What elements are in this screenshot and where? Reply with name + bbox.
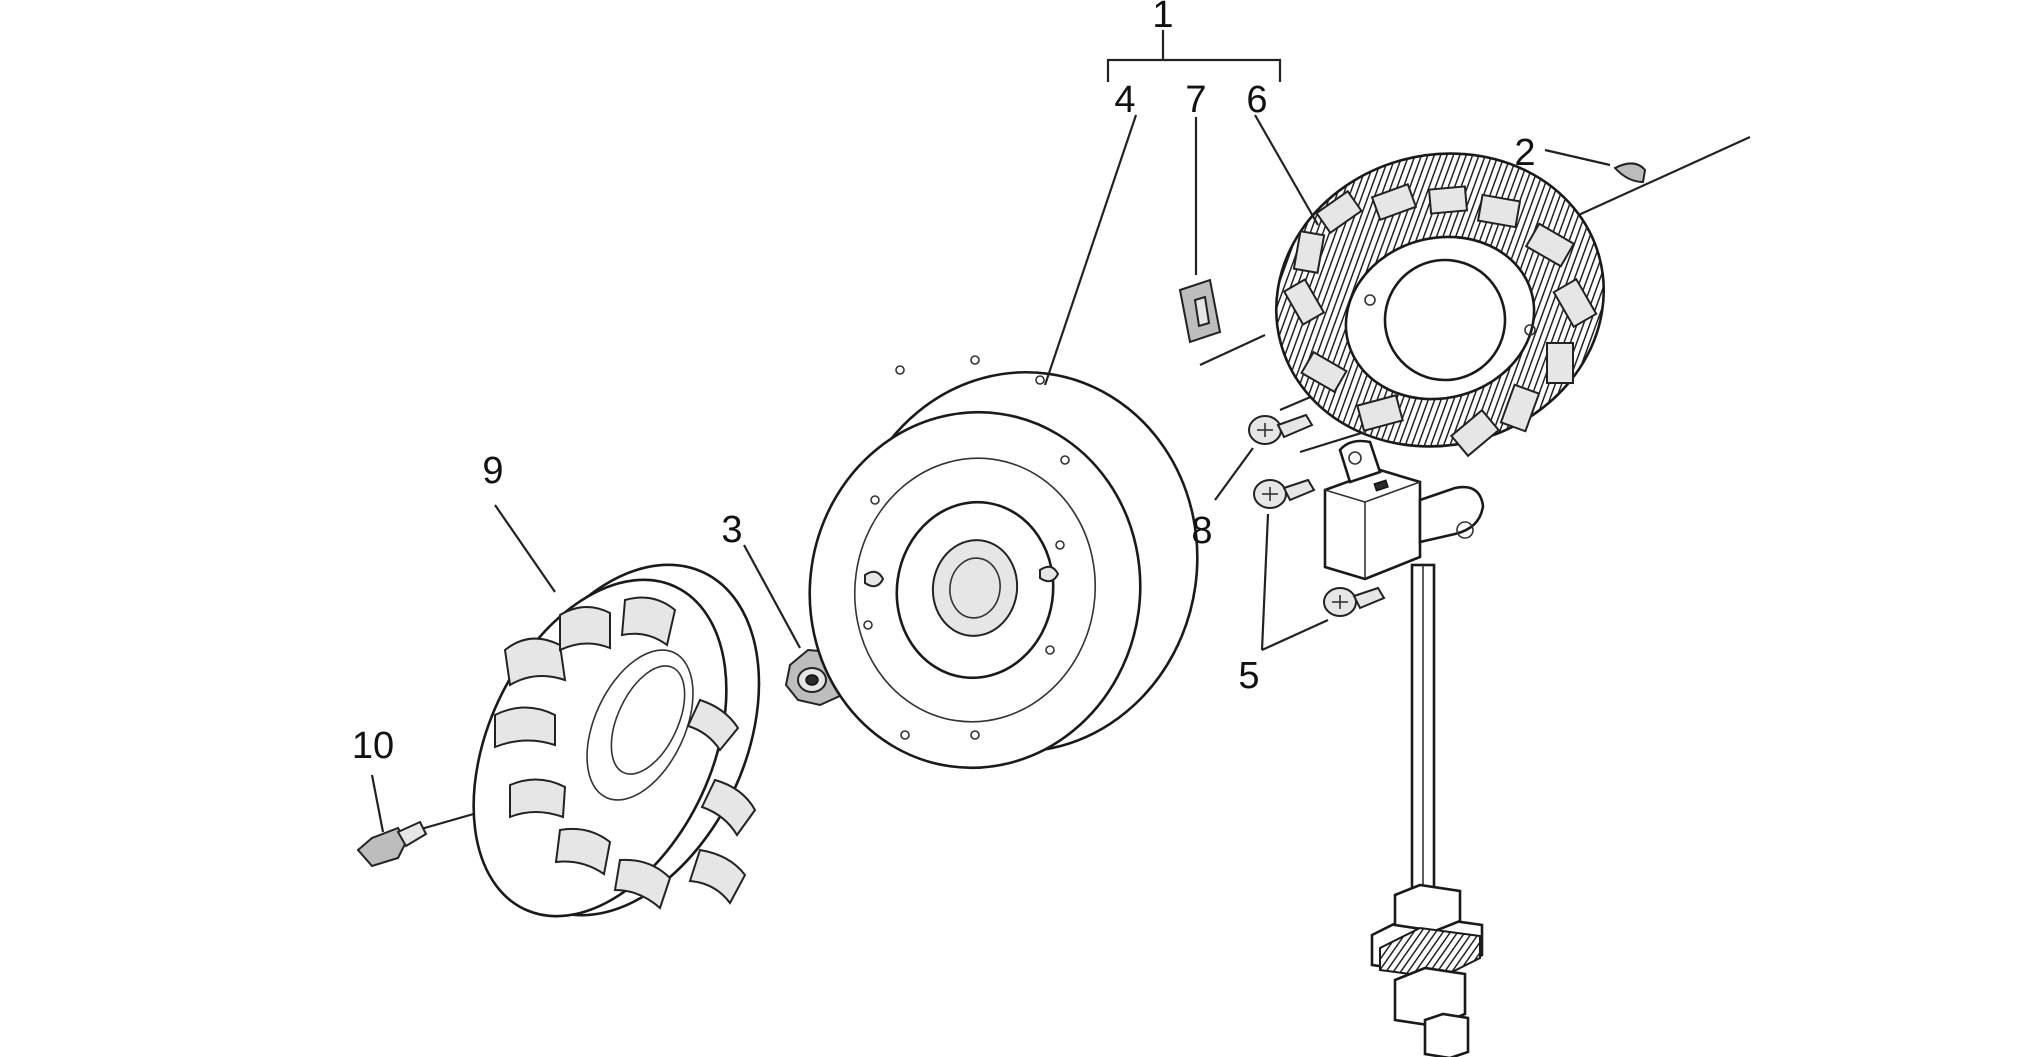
part-nut-3 [784,648,850,707]
part-pickup-assembly [1323,439,1485,1057]
part-screw-10 [356,820,428,868]
part-screws-5-8 [1248,413,1386,617]
callout-6: 6 [1246,79,1267,121]
callout-leaders [370,114,1611,833]
callout-9: 9 [482,450,503,492]
callout-3: 3 [721,509,742,551]
connector-plug [1370,883,1484,1057]
part-woodruff-key-2 [1613,162,1647,184]
screw-5b [1323,586,1386,617]
callout-5: 5 [1238,655,1259,697]
callout-7: 7 [1185,79,1206,121]
bracket-item-1 [1106,30,1282,82]
fan-blades [494,596,757,910]
callout-2: 2 [1514,132,1535,174]
callout-1: 1 [1152,0,1173,36]
part-flywheel [808,355,1199,770]
part-stator [1274,152,1606,458]
part-key-7 [1178,278,1222,344]
part-fan [472,563,761,918]
screw-5a [1253,478,1316,509]
callout-4: 4 [1114,79,1135,121]
callout-labels: 1 4 7 6 2 3 9 8 5 10 [352,0,1536,767]
callout-8: 8 [1191,510,1212,552]
screw-8 [1248,413,1314,445]
callout-10: 10 [352,725,394,767]
stator-pole-caps [1282,182,1598,458]
flywheel-holes [863,355,1070,740]
